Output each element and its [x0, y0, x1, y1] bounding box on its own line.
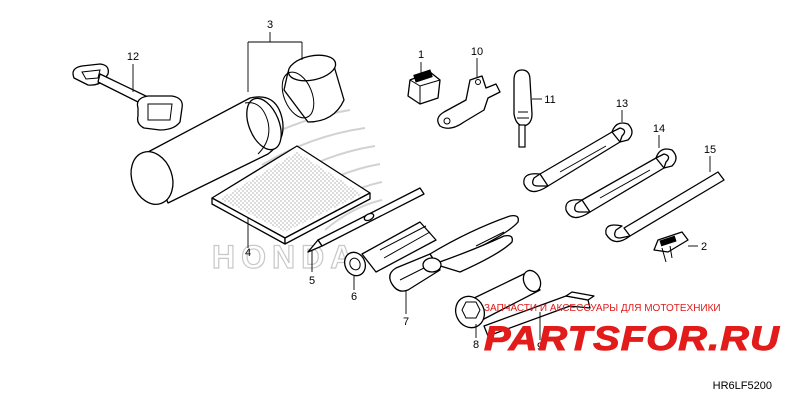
callout-1: 1	[418, 49, 424, 61]
honda-brand-watermark: HONDA	[212, 239, 359, 275]
callout-6: 6	[351, 291, 357, 303]
watermark-tagline: ЗАПЧАСТИ И АКСЕССУАРЫ ДЛЯ МОТОТЕХНИКИ	[484, 303, 721, 314]
callout-8: 8	[473, 339, 479, 351]
callout-5: 5	[309, 275, 315, 287]
part-tool-bag	[130, 96, 284, 205]
callout-13: 13	[616, 98, 628, 110]
part-hex-bar	[483, 291, 595, 337]
callout-12: 12	[127, 51, 139, 63]
callout-7: 7	[403, 316, 409, 328]
callout-9: 9	[537, 341, 543, 353]
part-small-clip	[653, 231, 689, 263]
part-bracket	[437, 75, 501, 129]
callout-14: 14	[653, 123, 665, 135]
part-strap	[72, 63, 183, 131]
callout-10: 10	[471, 46, 483, 58]
leader-lines	[132, 32, 711, 340]
part-socket-handle	[343, 221, 437, 277]
diagram-code: HR6LF5200	[713, 380, 772, 392]
part-screwdriver	[307, 187, 425, 253]
callout-11: 11	[544, 94, 555, 106]
part-wrench-small	[523, 122, 633, 193]
callout-2: 2	[701, 241, 707, 253]
part-long-wrench	[605, 171, 725, 243]
callout-4: 4	[245, 247, 251, 259]
part-pliers	[389, 214, 519, 292]
part-tool-bag-cap	[281, 54, 345, 123]
part-wrench-large	[565, 148, 677, 219]
part-owners-manual	[211, 145, 371, 245]
part-screwdriver-handle	[513, 69, 533, 148]
part-box-spanner	[454, 269, 542, 329]
callout-labels: 1 2 3 4 5 6 7 8 9 10 11 12 13 14 15	[127, 19, 716, 353]
callout-3: 3	[267, 19, 273, 31]
callout-15: 15	[704, 144, 716, 156]
watermark-site: PARTSFOR.RU	[484, 320, 781, 358]
part-clip	[407, 69, 441, 105]
